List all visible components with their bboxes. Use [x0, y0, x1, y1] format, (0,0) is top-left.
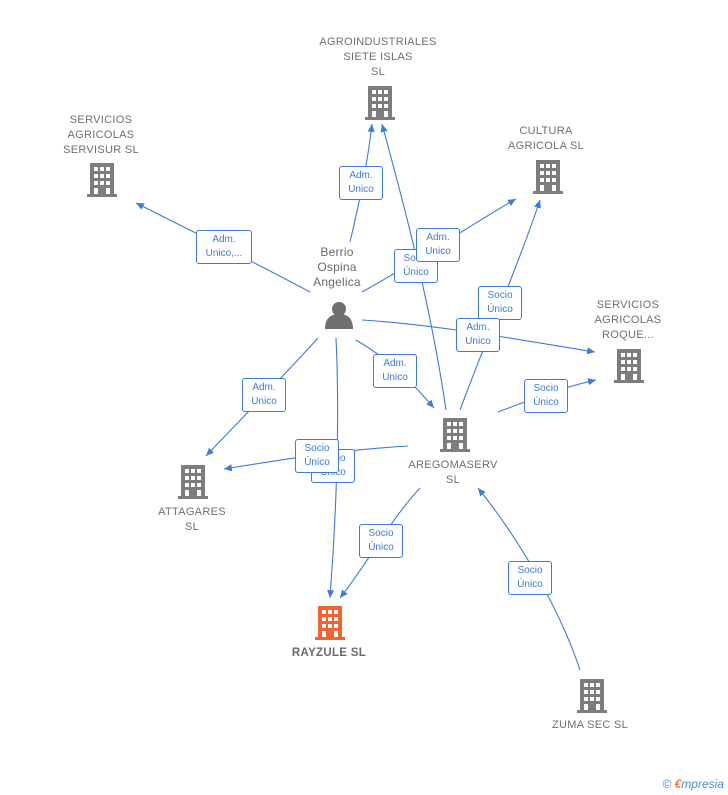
- node-label-agroindustriales[interactable]: AGROINDUSTRIALES SIETE ISLAS SL: [319, 36, 437, 78]
- building-icon-agroindustriales: [365, 86, 395, 120]
- building-icon-roque: [614, 349, 644, 383]
- copyright-symbol: ©: [662, 777, 672, 791]
- building-icon-zuma: [577, 679, 607, 713]
- brand-logo-e: €: [674, 777, 682, 791]
- edge-label-adm-unico: Adm. Unico: [416, 228, 460, 262]
- node-label-zuma[interactable]: ZUMA SEC SL: [551, 719, 629, 731]
- building-icon-rayzule: [315, 606, 345, 640]
- node-label-cultura[interactable]: CULTURA AGRICOLA SL: [507, 125, 585, 152]
- building-icon-cultura: [533, 160, 563, 194]
- edge-label-adm-unico: Adm. Unico: [373, 354, 417, 388]
- edge-label-socio-unico: Socio Único: [359, 524, 403, 558]
- node-label-roque[interactable]: SERVICIOS AGRICOLAS ROQUE...: [594, 299, 662, 341]
- edge-label-socio-unico: Socio Único: [524, 379, 568, 413]
- edge-label-adm-unico-truncated: Adm. Unico,...: [196, 230, 252, 264]
- person-icon: [325, 302, 353, 329]
- node-label-person[interactable]: Berrio Ospina Angelica: [313, 245, 361, 289]
- node-label-attagares[interactable]: ATTAGARES SL: [158, 506, 226, 533]
- brand-footer[interactable]: © €mpresia: [662, 777, 724, 791]
- edge-label-socio-unico: Socio Único: [295, 439, 339, 473]
- brand-name: mpresia: [681, 777, 724, 791]
- edge-label-adm-unico: Adm. Unico: [242, 378, 286, 412]
- building-icon-servisur: [87, 163, 117, 197]
- edge-label-adm-unico: Adm. Unico: [456, 318, 500, 352]
- node-label-aregomaserv[interactable]: AREGOMASERV SL: [408, 459, 498, 486]
- node-label-servisur[interactable]: SERVICIOS AGRICOLAS SERVISUR SL: [63, 114, 139, 156]
- edge-label-adm-unico: Adm. Unico: [339, 166, 383, 200]
- building-icon-attagares: [178, 465, 208, 499]
- edge-label-socio-unico: Socio Único: [508, 561, 552, 595]
- building-icon-aregomaserv: [440, 418, 470, 452]
- node-label-rayzule[interactable]: RAYZULE SL: [291, 647, 367, 659]
- edge-label-socio-unico: Socio Único: [478, 286, 522, 320]
